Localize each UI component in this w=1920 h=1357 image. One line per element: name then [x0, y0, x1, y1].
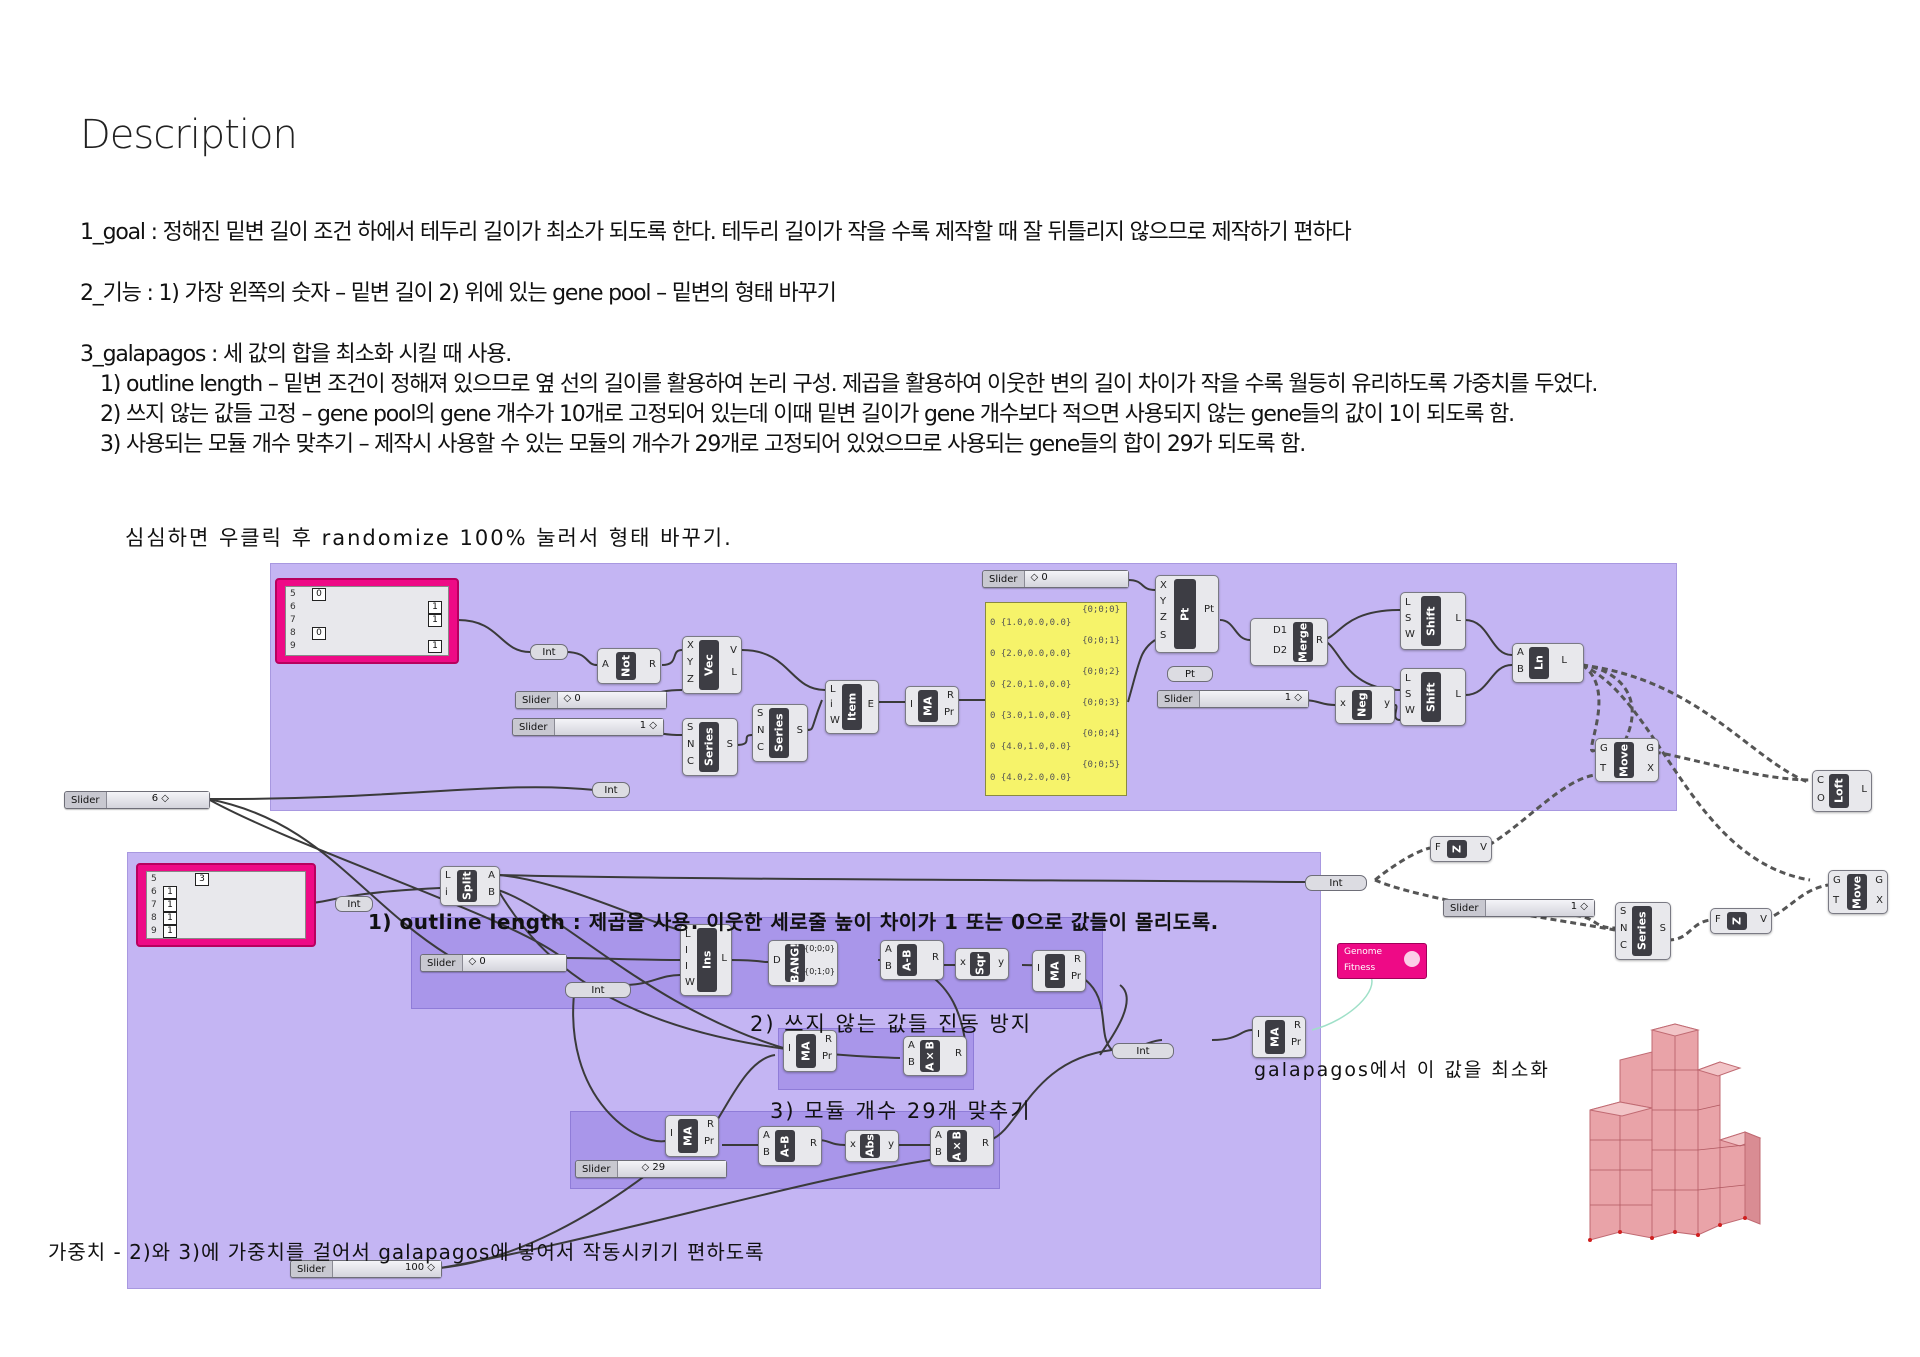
- galapagos-item-1: 1) outline length – 밑변 조건이 정해져 있으므로 옆 선의…: [100, 372, 1598, 397]
- galapagos-item-2: 2) 쓰지 않는 값들 고정 – gene pool의 gene 개수가 10개…: [100, 402, 1515, 427]
- gene-value[interactable]: 1: [428, 640, 442, 653]
- minimize-note: galapagos에서 이 값을 최소화: [1254, 1059, 1550, 1081]
- function-text: 2_기능 : 1) 가장 왼쪽의 숫자 – 밑변 길이 2) 위에 있는 gen…: [80, 281, 837, 306]
- int-param-6[interactable]: Int: [1112, 1043, 1174, 1059]
- galapagos-item-3: 3) 사용되는 모듈 개수 맞추기 – 제작시 사용할 수 있는 모듈의 개수가…: [100, 432, 1306, 457]
- goal-text: 1_goal : 정해진 밑변 길이 조건 하에서 테두리 길이가 최소가 되도…: [80, 220, 1352, 245]
- outline-note: 1) outline length : 제곱을 사용. 이웃한 세로줄 높이 차…: [368, 910, 1219, 934]
- int-param[interactable]: Int: [530, 644, 568, 660]
- gene-value[interactable]: 1: [163, 925, 177, 938]
- gene-value[interactable]: 1: [428, 614, 442, 627]
- int-param-5[interactable]: Int: [565, 982, 631, 998]
- gene-pool-top[interactable]: 5 0 6 1 7 1 8 0 9 1: [275, 578, 459, 664]
- galapagos-text: 3_galapagos : 세 값의 합을 최소화 시킬 때 사용.: [80, 342, 512, 367]
- neg-component[interactable]: x Neg y: [1335, 686, 1395, 724]
- gene-value[interactable]: 1: [163, 899, 177, 912]
- z-component-1[interactable]: F Z V: [1430, 836, 1492, 862]
- gene-index: 5: [290, 589, 296, 599]
- randomize-note: 심심하면 우클릭 후 randomize 100% 눌러서 형태 바꾸기.: [125, 526, 733, 550]
- gene-value[interactable]: 0: [312, 627, 326, 640]
- slider-count-29[interactable]: Slider◇ 29: [575, 1160, 727, 1178]
- modules-note: 3) 모듈 개수 29개 맞추기: [770, 1099, 1032, 1123]
- weight-note: 가중치 - 2)와 3)에 가중치를 걸어서 galapagos에 넣어서 작동…: [48, 1240, 765, 1264]
- page-title: Description: [80, 112, 298, 158]
- abs-component[interactable]: x Abs y: [845, 1130, 899, 1162]
- z-component-2[interactable]: F Z V: [1710, 908, 1772, 934]
- bang-component[interactable]: D BANG! {0;0;0}{0;1;0}: [768, 940, 838, 986]
- gene-value[interactable]: 0: [312, 588, 326, 601]
- gene-index: 8: [290, 628, 296, 638]
- gene-pool-bottom[interactable]: 5 3 6 1 7 1 8 1 9 1: [136, 863, 316, 947]
- gene-index: 6: [290, 602, 296, 612]
- galapagos-solver[interactable]: Genome Fitness: [1337, 943, 1427, 979]
- sqr-component[interactable]: x Sqr y: [955, 948, 1009, 980]
- pt-param[interactable]: Pt: [1167, 666, 1213, 682]
- int-param-4[interactable]: Int: [1305, 875, 1367, 891]
- slider-ins-zero[interactable]: Slider◇ 0: [420, 954, 567, 972]
- gene-value[interactable]: 1: [163, 912, 177, 925]
- int-param-3[interactable]: Int: [335, 896, 373, 912]
- gene-index: 7: [290, 615, 296, 625]
- not-component[interactable]: A Not R: [597, 648, 661, 684]
- gene-value[interactable]: 1: [163, 886, 177, 899]
- slider-pt-zero[interactable]: Slider◇ 0: [982, 570, 1129, 588]
- module-model-preview: [1588, 1023, 1762, 1242]
- gene-value[interactable]: 1: [428, 601, 442, 614]
- int-param-2[interactable]: Int: [592, 782, 630, 798]
- points-panel: {0;0;0}0 {1.0,0.0,0.0} {0;0;1}0 {2.0,0.0…: [985, 602, 1127, 796]
- slider-top-zero[interactable]: Slider◇ 0: [515, 691, 667, 709]
- gene-value[interactable]: 3: [195, 873, 209, 886]
- gene-index: 9: [290, 641, 296, 651]
- unused-note: 2) 쓰지 않는 값들 진동 방지: [750, 1012, 1033, 1036]
- galapagos-icon: [1404, 951, 1420, 967]
